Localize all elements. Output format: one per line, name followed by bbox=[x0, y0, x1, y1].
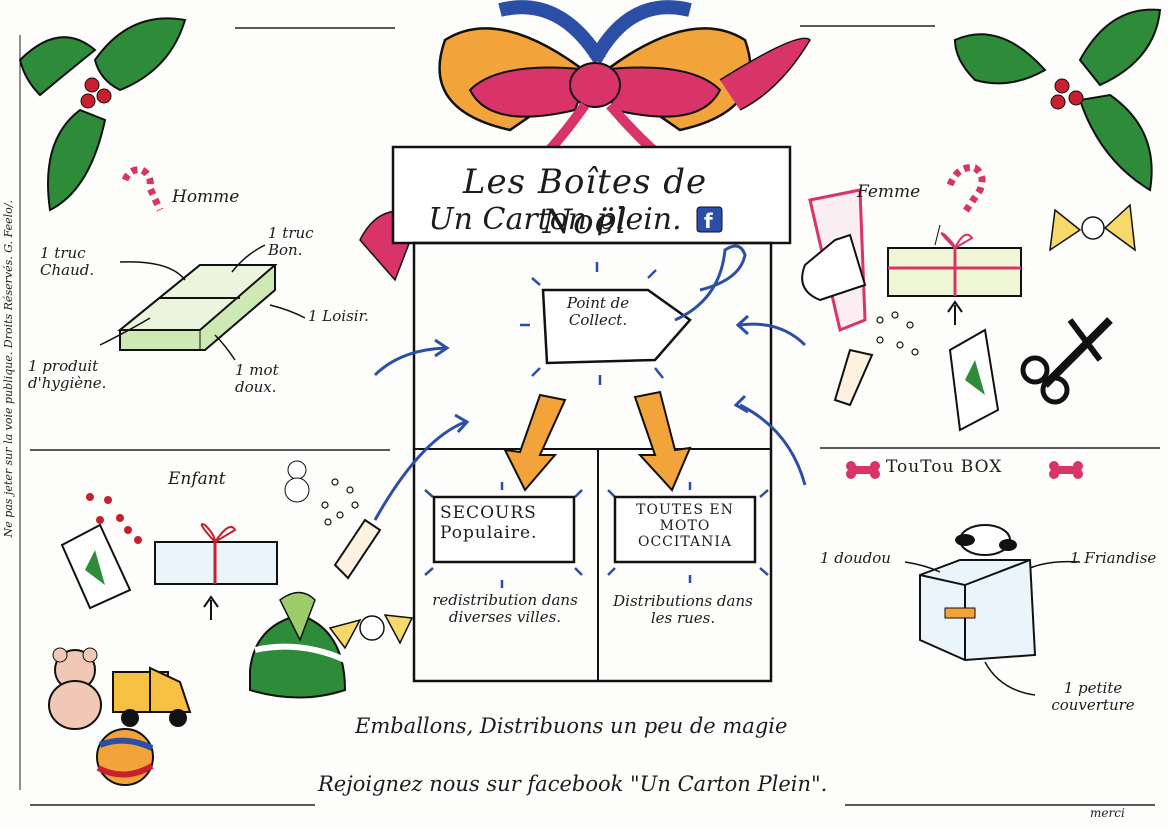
ball-icon bbox=[96, 728, 154, 786]
toutou-item-doudou: 1 doudou bbox=[820, 549, 891, 567]
toutou-title: TouTou BOX bbox=[886, 457, 1003, 477]
collect-label: Point de Collect. bbox=[566, 294, 630, 330]
moto-text: Distributions dans les rues. bbox=[613, 592, 753, 628]
secours-label: SECOURS Populaire. bbox=[440, 503, 538, 543]
facebook-icon: f bbox=[696, 206, 723, 233]
femme-gift-icon bbox=[887, 232, 1022, 297]
homme-item-mot-doux: 1 mot doux. bbox=[235, 361, 279, 397]
candy-icon bbox=[1049, 203, 1136, 252]
svg-text:f: f bbox=[704, 209, 713, 233]
snowman-icon bbox=[284, 460, 310, 503]
candy-cane-icon bbox=[121, 164, 986, 214]
footer-line1: Emballons, Distribuons un peu de magie bbox=[355, 714, 788, 738]
enfant-title: Enfant bbox=[168, 469, 226, 489]
moto-label: TOUTES EN MOTO OCCITANIA bbox=[636, 502, 734, 550]
holly-top-right-icon bbox=[953, 8, 1162, 192]
toutou-item-friandise: 1 Friandise bbox=[1070, 549, 1157, 567]
homme-item-loisir: 1 Loisir. bbox=[308, 307, 369, 325]
scissors-icon bbox=[1020, 317, 1113, 405]
card-icon bbox=[948, 328, 1000, 432]
homme-box-icon bbox=[117, 264, 278, 351]
tube-icon bbox=[333, 518, 382, 580]
hat-scarf-icon bbox=[249, 591, 347, 699]
bone-icon bbox=[846, 461, 1083, 479]
homme-item-chaud: 1 truc Chaud. bbox=[40, 244, 95, 280]
holly-top-left-icon bbox=[18, 17, 187, 212]
scarf-sock-icon bbox=[801, 188, 867, 333]
enfant-card-icon bbox=[60, 523, 132, 610]
homme-item-hygiene: 1 produit d'hygiène. bbox=[28, 357, 107, 393]
side-note: Ne pas jeter sur la voie publique. Droit… bbox=[2, 200, 15, 538]
homme-title: Homme bbox=[172, 187, 240, 207]
cream-tube-icon bbox=[833, 224, 941, 407]
secours-text: redistribution dans diverses villes. bbox=[432, 591, 578, 627]
femme-title: Femme bbox=[857, 182, 921, 202]
enfant-gift-icon bbox=[154, 523, 278, 585]
title-line2: Un Carton plein. bbox=[428, 202, 682, 237]
homme-item-bon: 1 truc Bon. bbox=[268, 224, 314, 260]
teddy-bear-icon bbox=[48, 647, 102, 730]
toutou-item-couverture: 1 petite couverture bbox=[1051, 679, 1135, 715]
dog-box-icon bbox=[919, 524, 1037, 662]
title-line1: Les Boîtes de Noël bbox=[462, 162, 708, 242]
truck-icon bbox=[112, 666, 192, 727]
bonbon-icon bbox=[328, 614, 414, 650]
signature: merci bbox=[1090, 806, 1125, 820]
footer-line2: Rejoignez nous sur facebook "Un Carton P… bbox=[318, 772, 828, 796]
